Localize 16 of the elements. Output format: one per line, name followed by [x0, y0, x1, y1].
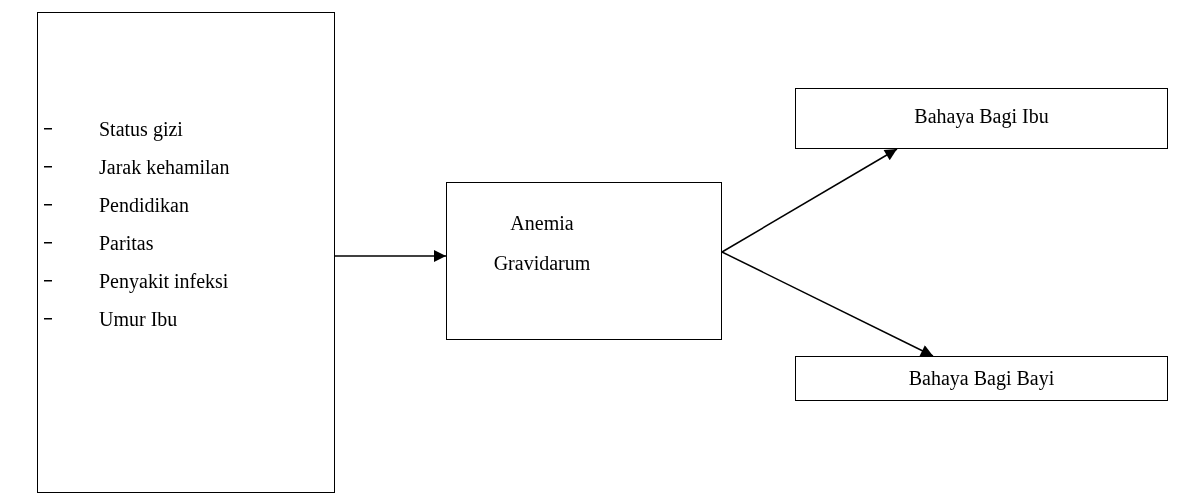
- list-item: Pendidikan: [99, 193, 189, 218]
- outcome-box: [795, 356, 1168, 401]
- box-label: Bahaya Bagi Ibu: [914, 104, 1049, 130]
- outcome-box: [795, 88, 1168, 149]
- list-item: Paritas: [99, 231, 154, 256]
- list-item: Jarak kehamilan: [99, 155, 230, 180]
- arrow: [334, 250, 447, 262]
- box-label: Bahaya Bagi Bayi: [908, 366, 1055, 392]
- list-item: Penyakit infeksi: [99, 269, 229, 295]
- process-box: [446, 182, 722, 340]
- arrow: [721, 148, 898, 253]
- factor-list-box: [37, 12, 335, 493]
- list-item: Umur Ibu: [99, 307, 178, 332]
- list-item: Status gizi: [99, 117, 183, 143]
- arrow: [721, 251, 934, 357]
- box-label: Anemia Gravidarum: [492, 211, 592, 276]
